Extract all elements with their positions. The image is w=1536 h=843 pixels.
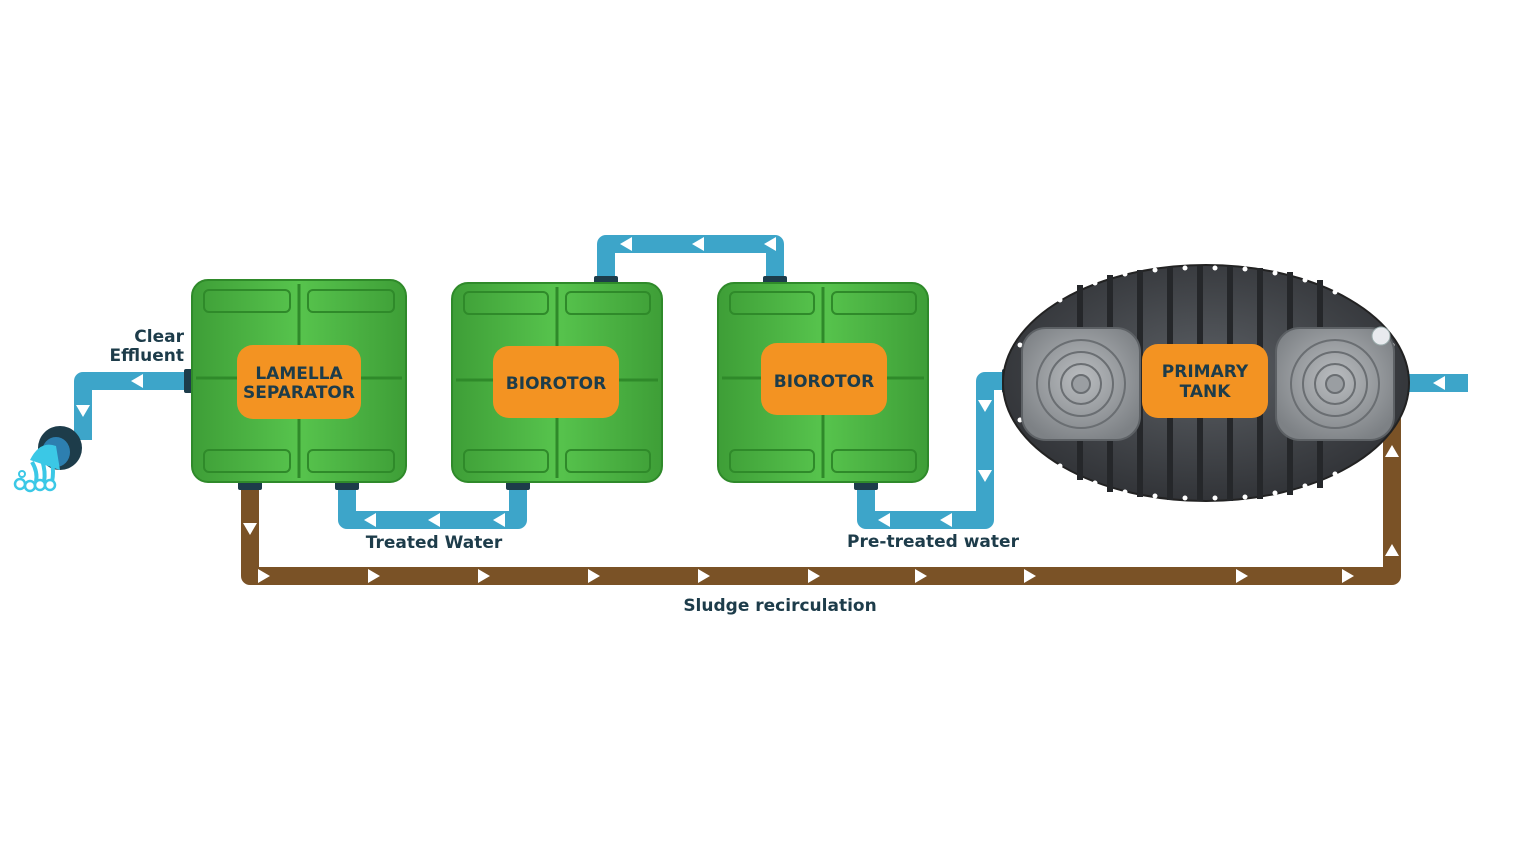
biorotor-2-label: BIOROTOR <box>774 372 874 392</box>
arrow-right-icon <box>1342 569 1354 583</box>
primary-label-line2: TANK <box>1180 382 1232 402</box>
primary-tank: PRIMARY TANK <box>1002 264 1410 502</box>
arrow-up-icon <box>1385 544 1399 556</box>
arrow-right-icon <box>588 569 600 583</box>
arrow-right-icon <box>808 569 820 583</box>
arrow-right-icon <box>258 569 270 583</box>
arrow-down-icon <box>243 523 257 535</box>
treated-water-label: Treated Water <box>366 533 503 553</box>
arrow-right-icon <box>1236 569 1248 583</box>
biorotor-tank-1: BIOROTOR <box>451 282 663 483</box>
pretreated-pipe <box>857 372 1008 529</box>
arrow-down-icon <box>978 470 992 482</box>
sludge-recirculation-label: Sludge recirculation <box>683 596 876 616</box>
arrow-left-icon <box>1433 376 1445 390</box>
arrow-right-icon <box>698 569 710 583</box>
flow-arrows <box>76 237 1445 583</box>
lamella-separator-tank: LAMELLA SEPARATOR <box>191 279 407 483</box>
arrow-right-icon <box>915 569 927 583</box>
arrow-left-icon <box>692 237 704 251</box>
arrow-left-icon <box>428 513 440 527</box>
pretreated-water-label: Pre-treated water <box>847 532 1020 552</box>
biorotor-1-label: BIOROTOR <box>506 374 606 394</box>
clear-effluent-label-line1: Clear <box>134 327 184 347</box>
lamella-label-line1: LAMELLA <box>255 364 343 384</box>
effluent-pipe <box>74 372 192 440</box>
biorotor-tank-2: BIOROTOR <box>717 282 929 483</box>
biorotor-link-pipe <box>597 235 784 282</box>
arrow-up-icon <box>1385 445 1399 457</box>
clear-effluent-label-line2: Effluent <box>110 346 184 366</box>
arrow-left-icon <box>131 374 143 388</box>
arrow-left-icon <box>764 237 776 251</box>
lamella-label-line2: SEPARATOR <box>243 383 355 403</box>
arrow-down-icon <box>978 400 992 412</box>
arrow-down-icon <box>76 405 90 417</box>
primary-label-line1: PRIMARY <box>1162 362 1249 382</box>
arrow-right-icon <box>478 569 490 583</box>
arrow-right-icon <box>368 569 380 583</box>
arrow-left-icon <box>878 513 890 527</box>
arrow-left-icon <box>620 237 632 251</box>
arrow-left-icon <box>493 513 505 527</box>
treated-water-pipe <box>338 485 527 529</box>
arrow-left-icon <box>364 513 376 527</box>
arrow-right-icon <box>1024 569 1036 583</box>
arrow-left-icon <box>940 513 952 527</box>
effluent-outlet-icon <box>13 426 82 493</box>
